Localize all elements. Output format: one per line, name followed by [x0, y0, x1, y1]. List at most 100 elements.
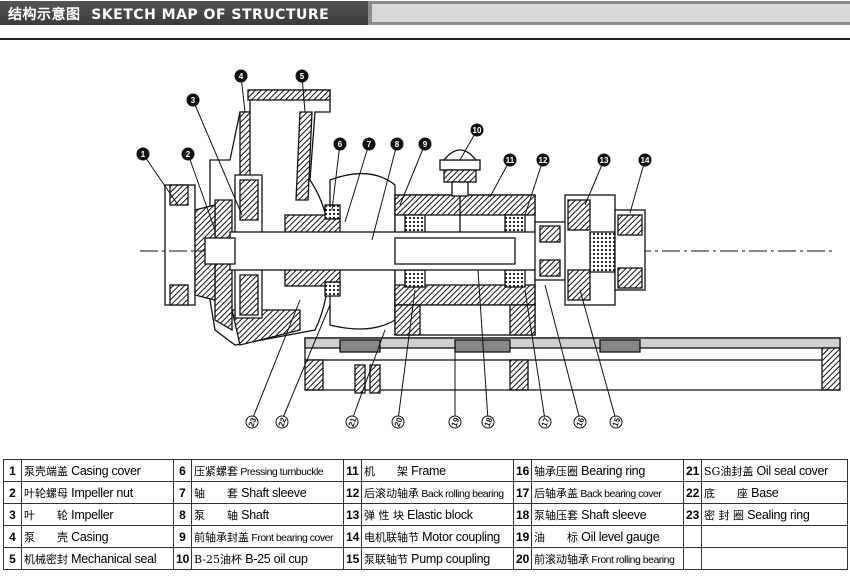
callout-marker: [345, 415, 359, 429]
legend-number: 6: [173, 459, 192, 482]
legend-part-en: Frame: [408, 463, 446, 478]
legend-part-cn: 轴 套: [194, 486, 238, 500]
legend-part-en: Back rolling bearing: [419, 487, 504, 500]
legend-number: 5: [3, 547, 22, 570]
legend-part-name: 机械密封 Mechanical seal: [21, 547, 174, 570]
callout-label: 4: [239, 72, 244, 81]
legend-part-en: Bearing ring: [578, 463, 645, 478]
legend-part-en: Pump coupling: [408, 551, 490, 566]
legend-part-en: Casing: [68, 529, 109, 544]
callout-marker: [538, 415, 552, 429]
legend-part-en: Shaft sleeve: [238, 485, 307, 500]
legend-part-name: SG油封盖 Oil seal cover: [701, 459, 848, 482]
callout-2: 2: [181, 147, 195, 161]
callout-marker: [362, 137, 376, 151]
legend-number: 21: [683, 459, 702, 482]
legend-part-en: Oil level gauge: [578, 529, 660, 544]
legend-number: 13: [343, 503, 362, 526]
legend-part-name: 轴 套 Shaft sleeve: [191, 481, 344, 504]
legend-part-en: Motor coupling: [419, 529, 500, 544]
legend-part-cn: 泵壳端盖: [24, 464, 68, 478]
callout-18: 18: [481, 415, 495, 429]
legend-number: 22: [683, 481, 702, 504]
legend-part-cn: 泵轴压套: [534, 508, 578, 522]
callout-16: 16: [573, 415, 587, 429]
legend-part-name: 泵 壳 Casing: [21, 525, 174, 548]
legend-part-en: Impeller nut: [68, 485, 133, 500]
legend-number: 16: [513, 459, 532, 482]
legend-number: 23: [683, 503, 702, 526]
legend-part-name: 前滚动轴承 Front rolling bearing: [531, 547, 684, 570]
callout-3: 3: [186, 93, 200, 107]
callout-label: 18: [483, 416, 495, 428]
callout-19: 19: [448, 415, 462, 429]
callout-label: 8: [395, 140, 400, 149]
legend-part-name: B-25油杯 B-25 oil cup: [191, 547, 344, 570]
couplings: [534, 194, 646, 306]
callout-13: 13: [597, 153, 611, 167]
legend-part-name: 前轴承封盖 Front bearing cover: [191, 525, 344, 548]
callout-label: 3: [191, 96, 196, 105]
pump-shaft: [140, 231, 835, 271]
callout-marker: [390, 137, 404, 151]
legend-part-en: Back bearing cover: [578, 487, 662, 500]
callout-label: 7: [367, 140, 372, 149]
callout-10: 10: [470, 123, 484, 137]
callout-15: 15: [609, 415, 623, 429]
legend-part-cn: 油 标: [534, 530, 578, 544]
header-title-bar: [0, 1, 368, 25]
callout-label: 19: [450, 416, 462, 428]
legend-part-name: 密 封 圈 Sealing ring: [701, 503, 848, 526]
legend-part-name: 机 架 Frame: [361, 459, 514, 482]
legend-part-name: [701, 525, 848, 548]
legend-part-name: 泵联轴节 Pump coupling: [361, 547, 514, 570]
legend-number: 7: [173, 481, 192, 504]
legend-part-name: 泵轴压套 Shaft sleeve: [531, 503, 684, 526]
legend-number: 20: [513, 547, 532, 570]
legend-part-en: Front rolling bearing: [589, 553, 675, 566]
header-rule: [0, 38, 850, 40]
legend-part-cn: 电机联轴节: [364, 530, 419, 544]
callout-21: 21: [345, 415, 359, 429]
legend-number: 4: [3, 525, 22, 548]
legend-number: 17: [513, 481, 532, 504]
legend-part-name: 电机联轴节 Motor coupling: [361, 525, 514, 548]
callout-marker: [573, 415, 587, 429]
legend-number: 18: [513, 503, 532, 526]
legend-part-cn: 机 架: [364, 464, 408, 478]
legend-number: 2: [3, 481, 22, 504]
legend-part-cn: B-25油杯: [194, 552, 243, 566]
legend-part-en: Impeller: [68, 507, 114, 522]
legend-number: [683, 547, 702, 570]
legend-part-name: 叶 轮 Impeller: [21, 503, 174, 526]
page-title-en: SKETCH MAP OF STRUCTURE: [91, 7, 330, 23]
callout-17: 17: [538, 415, 552, 429]
legend-number: 10: [173, 547, 192, 570]
legend-part-en: B-25 oil cup: [242, 551, 308, 566]
callout-label: 23: [247, 416, 259, 428]
callout-marker: [503, 153, 517, 167]
legend-part-cn: 底 座: [704, 486, 748, 500]
callout-label: 11: [506, 156, 515, 165]
page-title-cn: 结构示意图: [8, 7, 81, 23]
legend-number: 3: [3, 503, 22, 526]
callout-label: 12: [539, 156, 548, 165]
callout-5: 5: [295, 69, 309, 83]
legend-number: 12: [343, 481, 362, 504]
legend-number: 1: [3, 459, 22, 482]
callout-marker: [181, 147, 195, 161]
casing-cover: [164, 184, 216, 306]
callout-marker: [609, 415, 623, 429]
header-band: 结构示意图 SKETCH MAP OF STRUCTURE: [0, 0, 850, 26]
callout-label: 21: [347, 416, 359, 428]
legend-number: [683, 525, 702, 548]
callout-label: 17: [540, 416, 552, 428]
legend-part-en: Mechanical seal: [68, 551, 157, 566]
callout-label: 6: [338, 140, 343, 149]
legend-part-cn: 压紧螺套: [194, 464, 238, 478]
